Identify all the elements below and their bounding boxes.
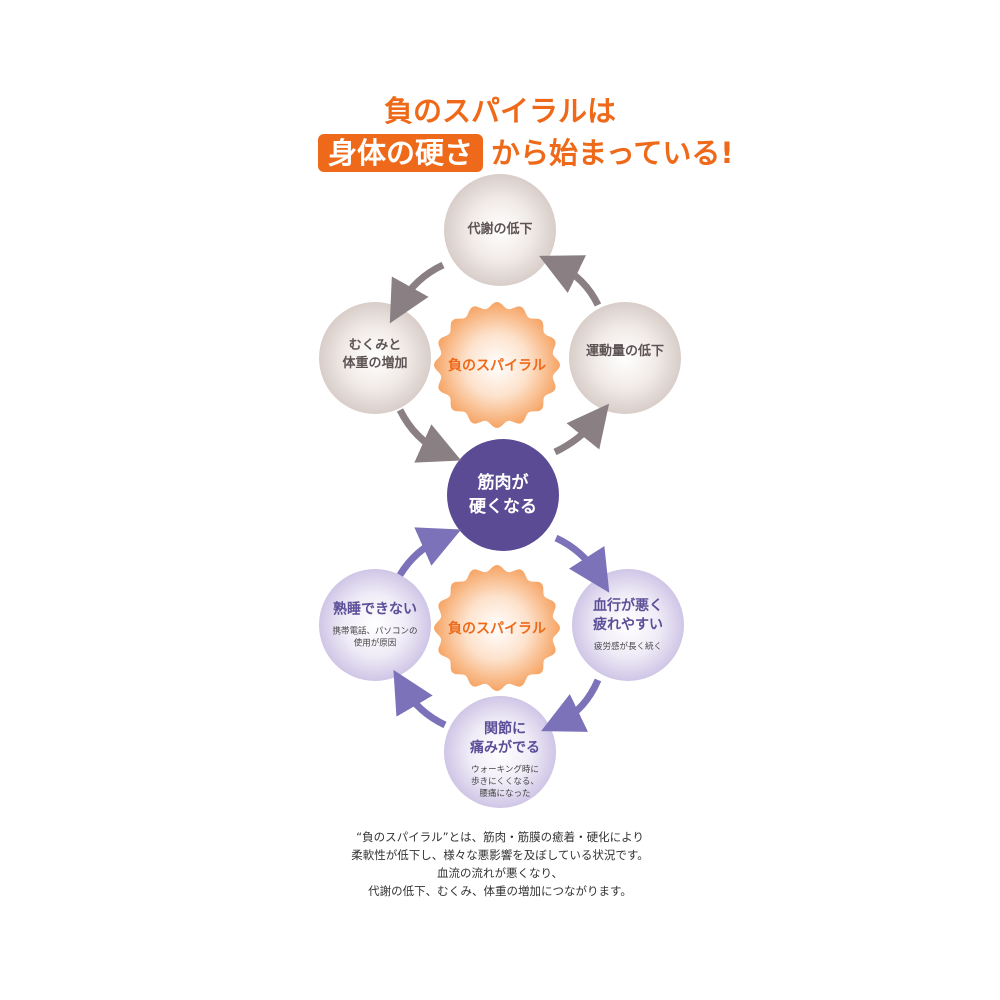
title-line2: 身体の硬さから始まっている! <box>318 130 734 172</box>
label-sub: 疲労感が長く続く <box>593 642 662 652</box>
label-sub: ウォーキング時に <box>471 765 539 775</box>
label-exercise: 運動量の低下 <box>585 344 665 359</box>
label-spiral-lower: 負のスパイラル <box>448 621 546 637</box>
arrow-sleep-center <box>396 527 462 577</box>
circle-metabolism <box>444 174 556 286</box>
label-sub: 歩きにくくなる、 <box>471 777 539 787</box>
label-title: 痛みがでる <box>470 740 540 756</box>
spiral-sun-upper <box>434 302 560 428</box>
center-circle <box>447 439 559 551</box>
label-metabolism: 代謝の低下 <box>467 222 533 237</box>
note-line: 柔軟性が低下し、様々な悪影響を及ぼしている状況です。 <box>351 848 649 862</box>
arrow-top-left <box>389 261 445 324</box>
circle-sleep <box>319 569 431 681</box>
circle-blood <box>572 569 684 681</box>
arrow-right-top <box>539 255 602 307</box>
note-line: 代謝の低下、むくみ、体重の増加につながります。 <box>368 884 632 898</box>
label-line: 筋肉が <box>477 473 529 493</box>
label-line: むくみと <box>348 338 402 353</box>
note-line: 血流の流れが悪くなり、 <box>436 866 564 880</box>
spiral-sun-lower <box>434 565 560 691</box>
title-highlight: 身体の硬さ <box>318 134 484 172</box>
label-sleep: 熟睡できない携帯電話、パソコンの使用が原因 <box>332 601 417 650</box>
arrow-joint-sleep <box>393 669 447 729</box>
label-line: 体重の増加 <box>342 356 408 371</box>
label-sub: 携帯電話、パソコンの <box>332 626 418 637</box>
title-line1: 負のスパイラルは <box>383 94 616 128</box>
label-title: 疲れやすい <box>593 617 663 633</box>
circle-exercise <box>569 302 681 414</box>
label-sub: 使用が原因 <box>353 638 397 649</box>
circle-joint <box>444 696 556 808</box>
label-title: 熟睡できない <box>332 601 417 618</box>
arrow-blood-joint <box>541 678 602 732</box>
arrow-left-center <box>396 408 462 463</box>
label-line: 硬くなる <box>469 497 537 517</box>
arrow-center-right <box>553 403 610 456</box>
label-swelling: むくみと体重の増加 <box>342 337 407 373</box>
label-sub: 腰痛になった <box>479 789 531 799</box>
label-center: 筋肉が硬くなる <box>469 471 537 519</box>
circle-swelling <box>319 302 431 414</box>
label-title: 関節に <box>484 721 526 737</box>
title-rest: から始まっている! <box>491 136 734 170</box>
label-joint: 関節に痛みがでるウォーキング時に歩きにくくなる、腰痛になった <box>470 720 540 800</box>
note-line: “負のスパイラル”とは、筋肉・筋膜の癒着・硬化により <box>356 830 644 844</box>
explanation-note: “負のスパイラル”とは、筋肉・筋膜の癒着・硬化により 柔軟性が低下し、様々な悪影… <box>0 828 1000 900</box>
label-blood: 血行が悪く疲れやすい疲労感が長く続く <box>593 597 663 653</box>
label-spiral-upper: 負のスパイラル <box>448 358 546 374</box>
arrow-center-blood <box>554 534 610 593</box>
label-title: 血行が悪く <box>593 598 663 614</box>
